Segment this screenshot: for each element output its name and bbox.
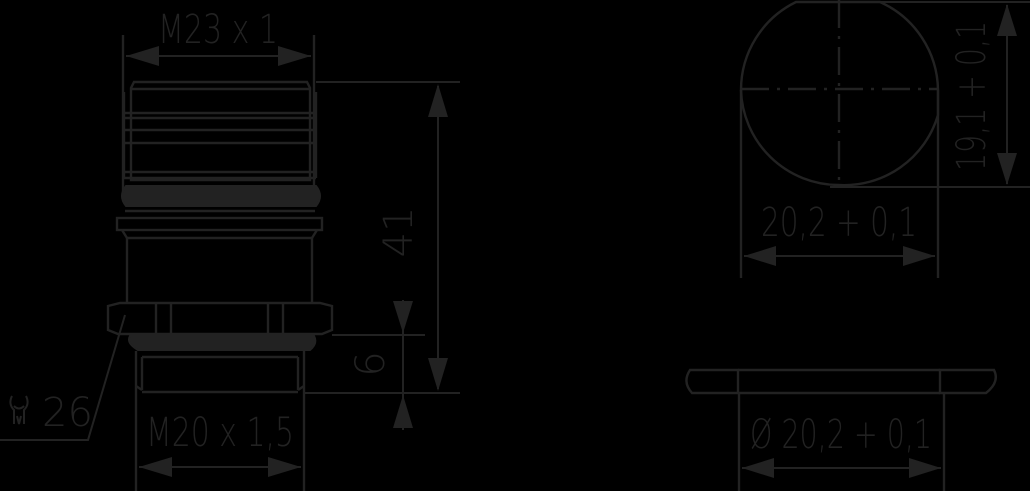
- dimension-m20-thread: M20 x 1,5: [134, 395, 306, 491]
- hole-diameter-label: Ø 20,2 + 0,1: [750, 412, 932, 458]
- dimension-overall-height: 41: [304, 81, 460, 394]
- connector-bottom-thread: [134, 351, 306, 395]
- dimension-cutout-height: 19,1 + 0,1: [949, 4, 1017, 185]
- panel-cutout-view: 20,2 + 0,1 19,1 + 0,1: [739, 0, 1030, 278]
- overall-height-label: 41: [376, 207, 422, 258]
- cutout-height-label: 19,1 + 0,1: [949, 21, 995, 171]
- dimension-cutout-width: 20,2 + 0,1: [739, 90, 940, 278]
- connector-side-view: M23 x 1: [0, 7, 460, 491]
- panel-section-view: Ø 20,2 + 0,1: [685, 368, 997, 491]
- hex-nut: [106, 301, 334, 351]
- cutout-width-label: 20,2 + 0,1: [761, 200, 917, 246]
- wrench-size-callout: 26: [0, 314, 126, 441]
- connector-top-body: [115, 80, 324, 303]
- wrench-size-label: 26: [42, 390, 93, 436]
- m23-thread-label: M23 x 1: [158, 7, 278, 53]
- dimension-bottom-thread-length: 6: [332, 300, 425, 430]
- dimension-m23-thread: M23 x 1: [121, 7, 316, 195]
- thread-length-label: 6: [348, 351, 394, 376]
- wrench-icon: [9, 395, 29, 425]
- m20-thread-label: M20 x 1,5: [146, 410, 294, 456]
- dimension-hole-diameter: Ø 20,2 + 0,1: [737, 393, 946, 491]
